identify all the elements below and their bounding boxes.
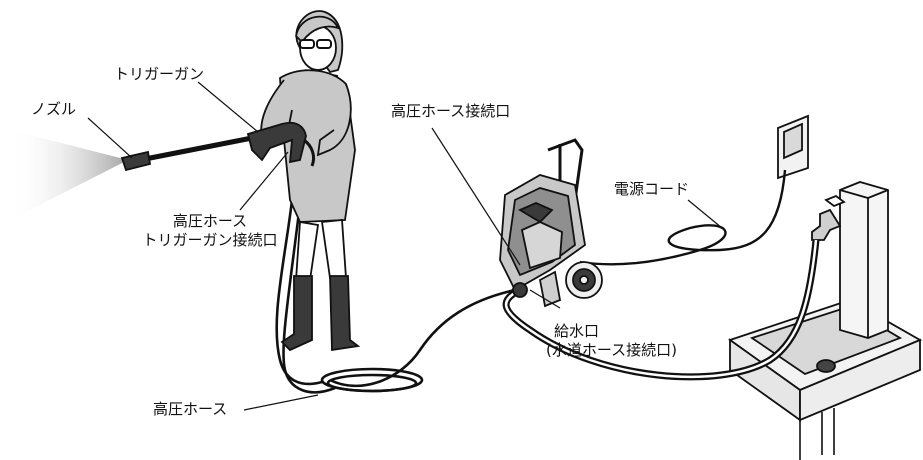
faucet-post xyxy=(811,181,889,339)
person xyxy=(260,10,361,352)
leader-hp-hose-trigger-conn xyxy=(239,151,289,211)
wash-basin xyxy=(728,299,923,460)
label-water-inlet-line2: (水道ホース接続口) xyxy=(546,341,677,359)
label-hp-hose-conn: 高圧ホース接続口 xyxy=(391,102,511,120)
label-hp-hose-trigger-conn-line1: 高圧ホース xyxy=(172,212,248,230)
pressure-washer xyxy=(499,138,603,308)
leader-hp-hose xyxy=(243,394,319,411)
leader-nozzle xyxy=(87,117,133,159)
leader-power-cord xyxy=(687,199,723,229)
label-water-inlet: 給水口 (水道ホース接続口) xyxy=(546,322,677,360)
leader-lines xyxy=(87,81,723,411)
leader-water-inlet xyxy=(529,289,561,309)
wall-outlet xyxy=(777,114,809,180)
leader-trigger-gun xyxy=(197,81,259,133)
label-water-inlet-line1: 給水口 xyxy=(554,322,600,340)
label-power-cord: 電源コード xyxy=(614,180,690,198)
label-nozzle: ノズル xyxy=(31,100,77,118)
label-hp-hose-trigger-conn-line2: トリガーガン接続口 xyxy=(142,231,278,249)
trigger-gun xyxy=(120,121,316,172)
water-spray xyxy=(10,130,128,220)
power-cord xyxy=(579,169,787,266)
label-trigger-gun: トリガーガン xyxy=(114,65,205,83)
label-hp-hose: 高圧ホース xyxy=(153,400,228,418)
label-hp-hose-trigger-conn: 高圧ホース トリガーガン接続口 xyxy=(130,212,290,250)
leader-hp-hose-conn xyxy=(431,127,521,266)
